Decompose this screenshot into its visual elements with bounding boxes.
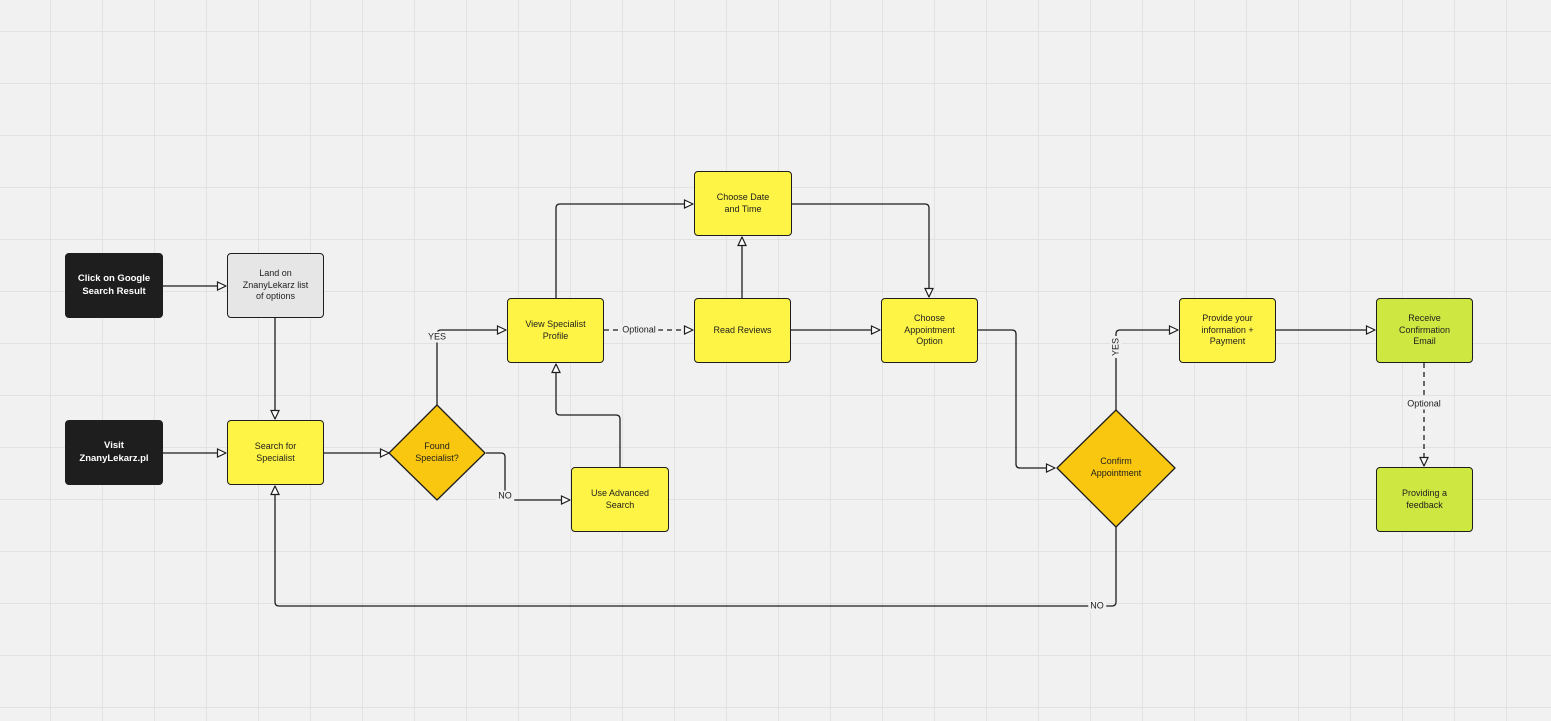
label-no-confirm: NO (1088, 600, 1106, 612)
node-choose-appointment-option[interactable]: Choose Appointment Option (881, 298, 978, 363)
found-specialist-diamond[interactable] (388, 404, 486, 501)
edge-profile-to-date (555, 204, 693, 298)
label-optional-feedback: Optional (1405, 398, 1443, 410)
node-visit-znanylekarz[interactable]: Visit ZnanyLekarz.pl (65, 420, 163, 485)
node-read-reviews[interactable]: Read Reviews (694, 298, 791, 363)
label-yes-found: YES (425, 331, 449, 343)
edge-date-to-option (791, 203, 929, 297)
node-search-for-specialist[interactable]: Search for Specialist (227, 420, 324, 485)
node-receive-confirmation-email[interactable]: Receive Confirmation Email (1376, 298, 1473, 363)
edge-confirm-yes-to-provide (1115, 330, 1178, 410)
confirm-appointment-label: Confirm Appointment (1090, 456, 1142, 478)
node-provide-information-payment[interactable]: Provide your information + Payment (1179, 298, 1276, 363)
label-no-found: NO (496, 490, 514, 502)
edge-confirm-no-to-search (275, 486, 1117, 607)
node-use-advanced-search[interactable]: Use Advanced Search (571, 467, 669, 532)
node-providing-feedback[interactable]: Providing a feedback (1376, 467, 1473, 532)
node-click-google-search-result[interactable]: Click on Google Search Result (65, 253, 163, 318)
node-land-on-list[interactable]: Land on ZnanyLekarz list of options (227, 253, 324, 318)
confirm-appointment-diamond[interactable] (1056, 409, 1176, 528)
label-optional-reviews: Optional (620, 324, 658, 336)
node-choose-date-and-time[interactable]: Choose Date and Time (694, 171, 792, 236)
node-view-specialist-profile[interactable]: View Specialist Profile (507, 298, 604, 363)
label-yes-confirm: YES (1110, 335, 1122, 359)
edge-advanced-to-profile (556, 364, 621, 467)
edge-option-to-confirm (978, 329, 1055, 468)
found-specialist-label: Found Specialist? (415, 441, 459, 463)
